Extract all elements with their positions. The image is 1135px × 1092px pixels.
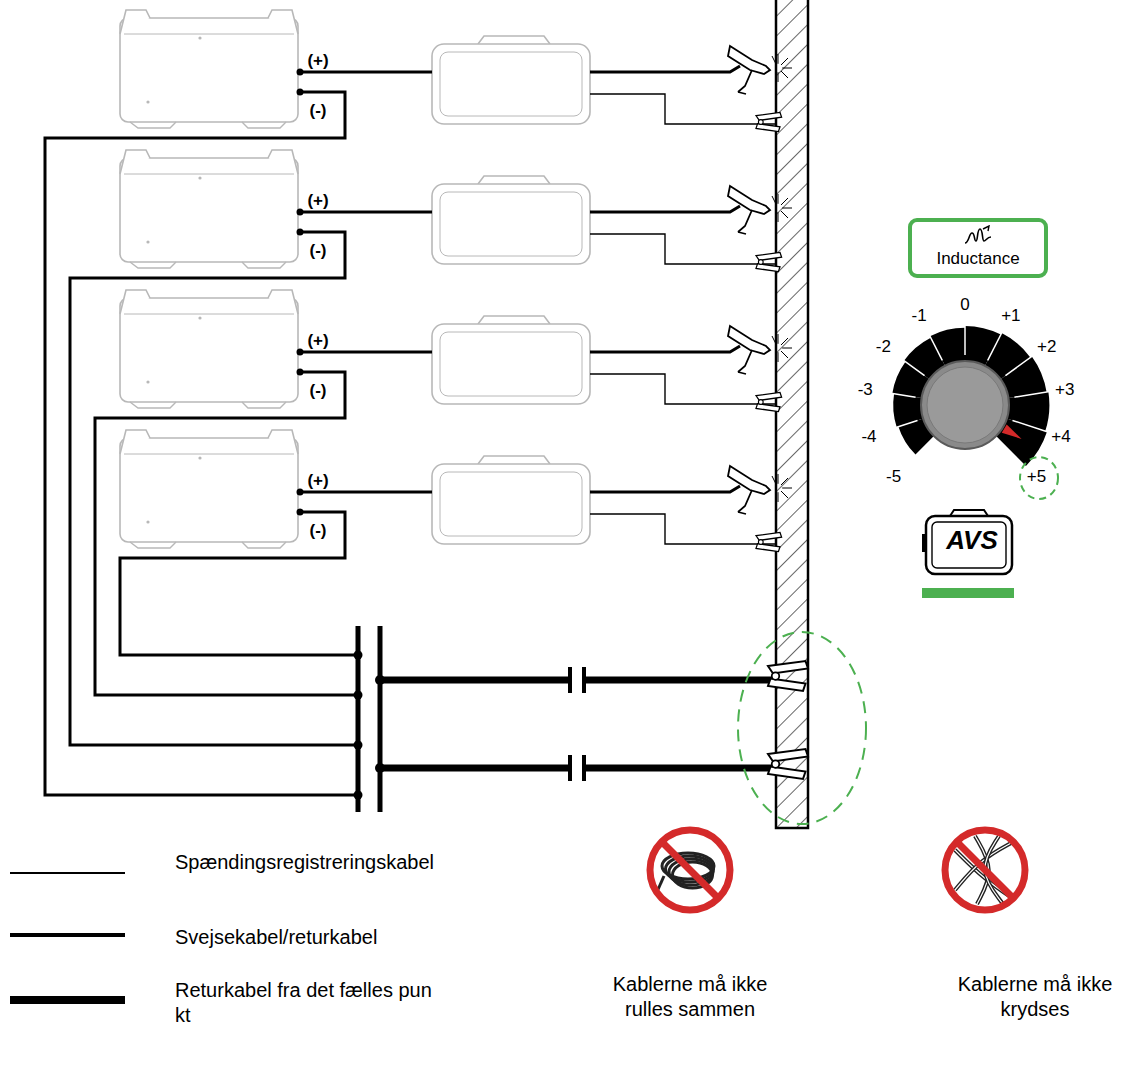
dial-value: +2 (1037, 337, 1056, 354)
legend-line-sample (10, 933, 125, 937)
legend-text: Svejsekabel/returkabel (175, 925, 437, 950)
dial-value: -4 (861, 428, 876, 445)
voltage-sense-cable (590, 234, 776, 264)
cable-break (582, 755, 586, 781)
terminal (297, 349, 304, 356)
terminal-plus: (+) (307, 472, 328, 489)
welding-torch (728, 186, 792, 234)
dial-value: +5 (1027, 468, 1046, 485)
inductance-icon (963, 225, 993, 247)
legend-line-sample (10, 872, 125, 874)
welding-torch (728, 326, 792, 374)
dial-value: -1 (912, 307, 927, 324)
terminal-minus: (-) (310, 102, 327, 119)
terminal (297, 209, 304, 216)
warning-caption: Kablerne må ikke rulles sammen (590, 972, 790, 1022)
welding-cable (300, 491, 432, 494)
dial-value: +3 (1055, 381, 1074, 398)
cable-break (568, 755, 572, 781)
wire-feeder (432, 316, 590, 404)
terminal (297, 69, 304, 76)
terminal-plus: (+) (307, 332, 328, 349)
welding-cable (590, 486, 740, 492)
ground-clamp (756, 252, 782, 271)
dial-value: +4 (1051, 428, 1070, 445)
ground-clamp (756, 392, 782, 411)
dial-value: -2 (876, 337, 891, 354)
prohibition-sign (943, 828, 1027, 912)
return-cable (120, 512, 358, 655)
terminal-plus: (+) (307, 52, 328, 69)
ground-clamp (768, 661, 808, 691)
terminal (297, 369, 304, 376)
welding-torch (728, 46, 792, 94)
wire-feeder (432, 36, 590, 124)
common-return-cable (380, 765, 568, 772)
wire-feeder (432, 456, 590, 544)
voltage-sense-cable (590, 94, 776, 124)
ground-clamp (756, 532, 782, 551)
power-source (120, 430, 298, 548)
badge-label: Inductance (918, 250, 1038, 269)
welding-torch (728, 466, 792, 514)
cable-break (568, 667, 572, 693)
common-return-cable (586, 765, 774, 772)
terminal (297, 509, 304, 516)
return-cable (70, 232, 358, 745)
terminal-minus: (-) (310, 382, 327, 399)
wire-feeder (432, 176, 590, 264)
terminal-minus: (-) (310, 242, 327, 259)
terminal-minus: (-) (310, 522, 327, 539)
return-cable (95, 372, 358, 695)
common-busbar (378, 626, 383, 812)
terminal-plus: (+) (307, 192, 328, 209)
inductance-dial (874, 313, 1056, 466)
workpiece (776, 0, 808, 828)
dial-value: 0 (960, 296, 969, 313)
terminal (297, 89, 304, 96)
power-source (120, 150, 298, 268)
power-source (120, 10, 298, 128)
dial-value: -3 (858, 381, 873, 398)
inductance-badge: Inductance (908, 218, 1048, 278)
legend-text: Spændingsregistreringskabel (175, 850, 437, 875)
avs-badge: AVS (922, 508, 1022, 578)
welding-cable (590, 206, 740, 212)
common-return-cable (380, 677, 568, 684)
dial-value: +1 (1001, 307, 1020, 324)
prohibition-sign (648, 828, 732, 912)
welding-cable (300, 351, 432, 354)
power-source (120, 290, 298, 408)
welding-cable (590, 346, 740, 352)
cable-break (582, 667, 586, 693)
voltage-sense-cable (590, 514, 776, 544)
ground-clamp (756, 112, 782, 131)
voltage-sense-cable (590, 374, 776, 404)
device-label: AVS (926, 526, 1018, 555)
welding-cable (300, 211, 432, 214)
terminal (297, 229, 304, 236)
terminal (297, 489, 304, 496)
common-busbar (356, 626, 361, 812)
highlight-ring (738, 632, 866, 824)
legend-text: Returkabel fra det fælles punkt (175, 978, 437, 1028)
return-cable (45, 92, 358, 795)
welding-cable (590, 66, 740, 72)
ground-clamp (768, 749, 808, 779)
dial-value: -5 (886, 468, 901, 485)
welding-cable (300, 71, 432, 74)
legend-line-sample (10, 996, 125, 1004)
highlight-ring (1020, 457, 1058, 499)
active-bar (922, 588, 1014, 598)
warning-caption: Kablerne må ikke krydses (942, 972, 1128, 1022)
